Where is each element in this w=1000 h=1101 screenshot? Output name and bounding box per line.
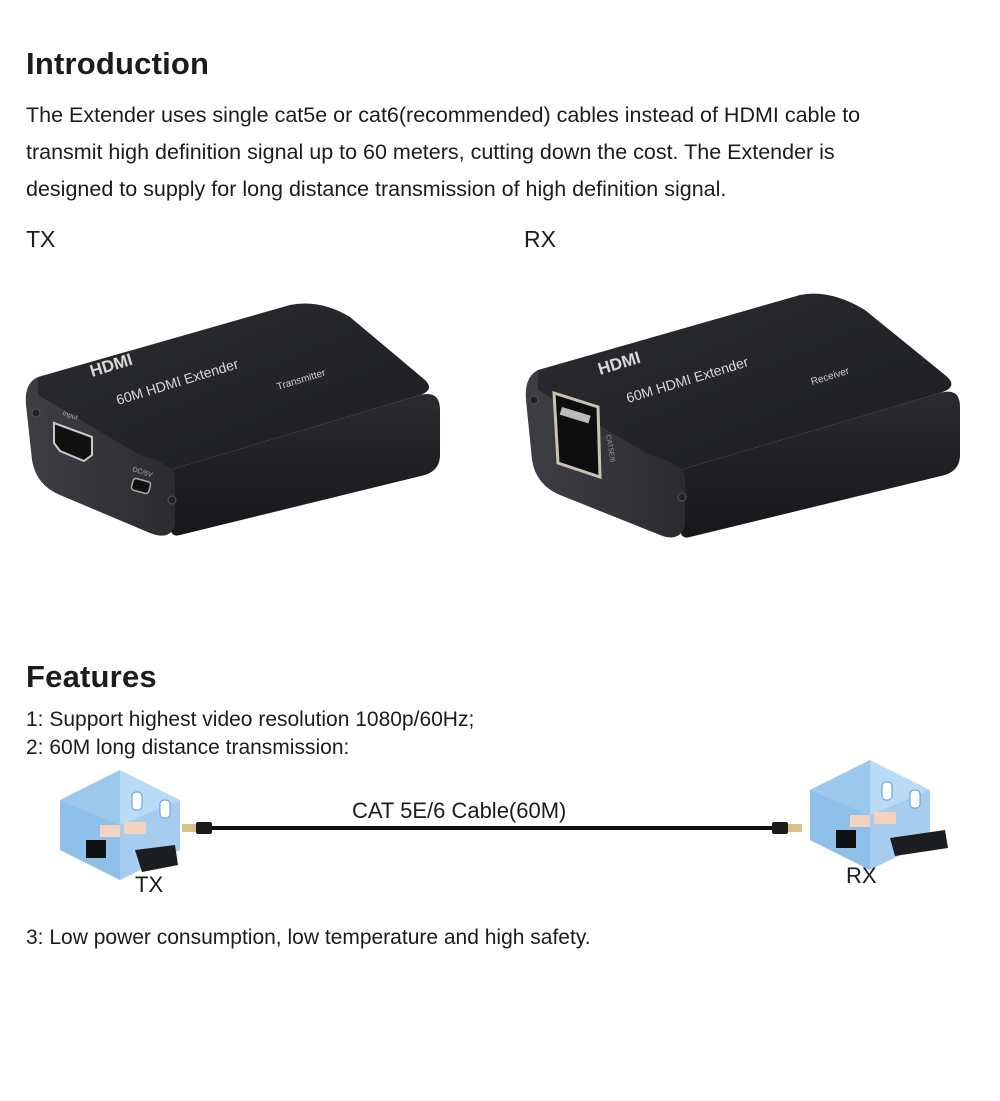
cable-label: CAT 5E/6 Cable(60M) — [352, 798, 567, 823]
receiver-device-icon: HDMI 60M HDMI Extender Receiver CAT5E/6 — [525, 293, 960, 538]
features-heading: Features — [26, 659, 157, 694]
transmission-diagram: TX CAT 5E/6 Cable(60M) RX — [40, 760, 970, 910]
ethernet-cable-icon — [182, 822, 802, 834]
tx-label: TX — [26, 226, 56, 252]
paragraph-line: The Extender uses single cat5e or cat6(r… — [26, 103, 861, 127]
transmitter-product-image: HDMI 60M HDMI Extender Transmitter Input… — [20, 295, 450, 545]
paragraph-line: designed to supply for long distance tra… — [26, 177, 727, 201]
diagram-rx-label: RX — [846, 863, 877, 888]
svg-text:Input: Input — [61, 410, 78, 421]
svg-text:CAT5E/6: CAT5E/6 — [604, 434, 616, 463]
receiver-product-image: HDMI 60M HDMI Extender Receiver CAT5E/6 — [520, 285, 970, 545]
introduction-heading: Introduction — [26, 46, 210, 81]
rx-room-icon — [810, 760, 948, 870]
feature-item-2: 2: 60M long distance transmission: — [26, 736, 350, 759]
paragraph-line: transmit high definition signal up to 60… — [26, 140, 835, 164]
feature-item-1: 1: Support highest video resolution 1080… — [26, 708, 475, 731]
introduction-paragraph: The Extender uses single cat5e or cat6(r… — [26, 97, 986, 208]
diagram-tx-label: TX — [135, 872, 164, 897]
transmitter-device-icon: HDMI 60M HDMI Extender Transmitter Input… — [25, 303, 440, 536]
feature-item-3: 3: Low power consumption, low temperatur… — [26, 926, 591, 949]
tx-room-icon — [60, 770, 180, 880]
rx-label: RX — [524, 226, 556, 252]
